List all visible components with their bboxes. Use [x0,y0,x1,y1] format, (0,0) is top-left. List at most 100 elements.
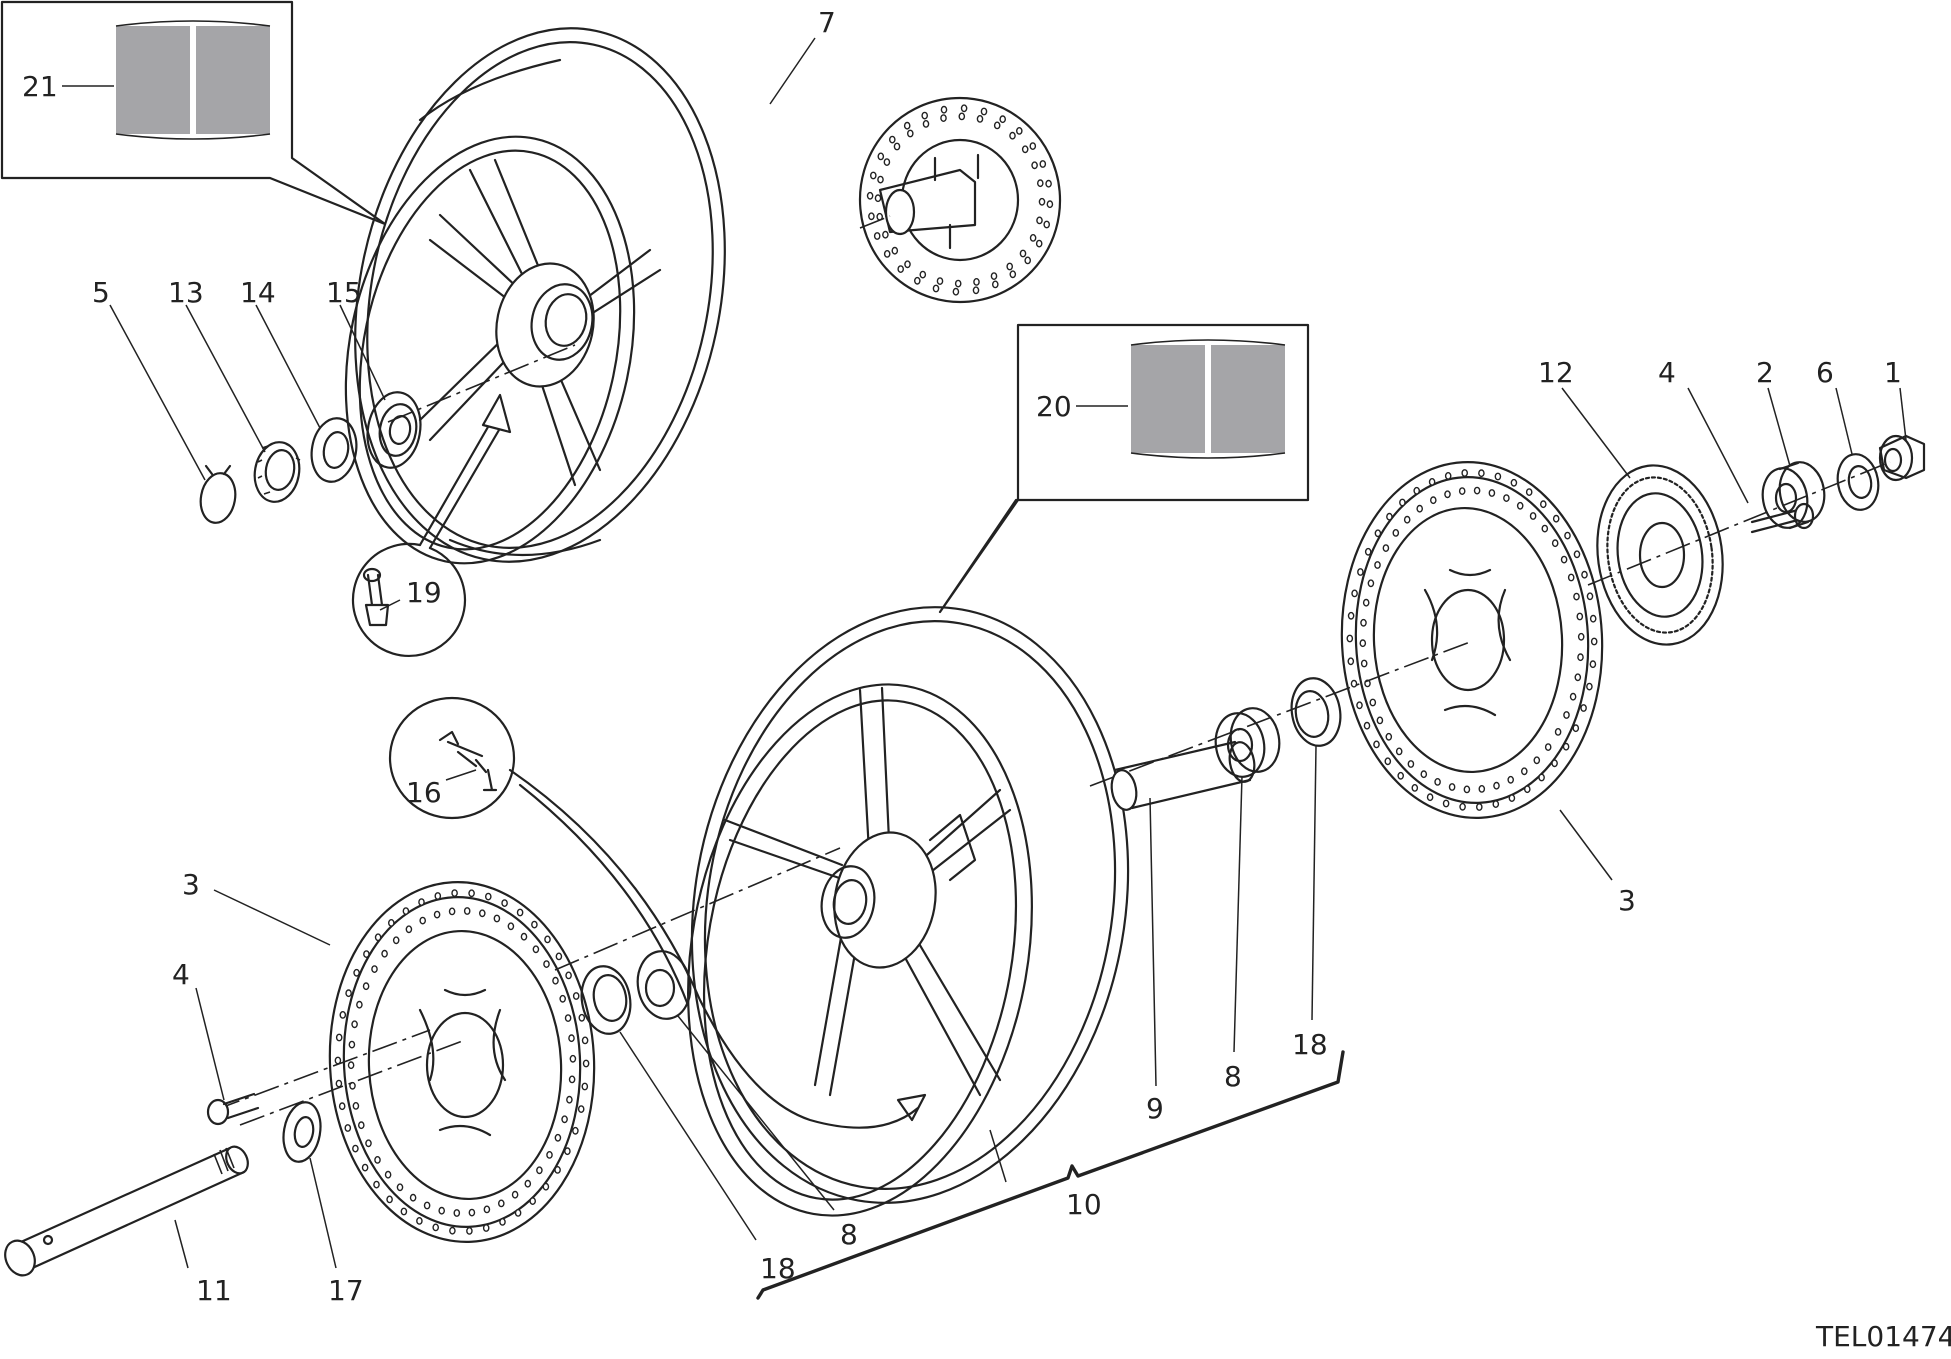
bearing-8-right [1214,707,1281,778]
disc-hole [405,925,413,934]
disc-hole [438,1206,446,1215]
disc-hole [932,284,940,293]
disc-hole [940,105,948,114]
disc-hole [1508,794,1516,802]
disc-hole [339,1011,347,1019]
disc-hole [1357,568,1364,576]
disc-hole [1385,732,1393,741]
callout-6: 6 [1816,356,1834,389]
disc-hole [1572,724,1580,733]
washer-6 [1836,453,1880,511]
disc-hole [483,1205,491,1214]
callout-13: 13 [168,276,204,309]
disc-hole [1493,781,1500,790]
callout-3-left: 3 [182,868,200,901]
disc-hole [423,1201,431,1210]
disc-hole [351,1020,358,1029]
disc-hole [349,1081,356,1090]
disc-hole [1516,501,1524,510]
disc-hole [1589,660,1597,669]
callout-15: 15 [326,276,362,309]
callout-8-left: 8 [840,1218,858,1251]
disc-hole [362,982,370,991]
disc-hole [1560,555,1568,564]
disc-hole [1586,682,1593,691]
inset-box-21 [0,0,387,226]
leader-16 [445,769,477,781]
disc-hole [1395,747,1403,756]
front-disc-left [328,881,596,1243]
callout-14: 14 [240,276,276,309]
disc-hole [409,1193,417,1202]
disc-hole [877,152,885,161]
disc-hole [572,1126,579,1135]
disc-hole [1397,771,1404,780]
disc-hole [940,114,947,123]
disc-hole [993,121,1001,130]
disc-hole [1035,239,1043,248]
disc-hole [484,892,492,901]
disc-hole [1364,547,1372,556]
disc-hole [1411,784,1419,792]
disc-hole [1586,592,1594,601]
disc-hole [1347,657,1355,666]
drawing-code: TEL01474 [1815,1320,1951,1353]
rear-brake-disc [858,96,1062,304]
disc-hole [1031,161,1038,170]
callout-1: 1 [1884,356,1902,389]
disc-hole [1458,487,1466,495]
disc-hole [1507,775,1514,784]
callout-17: 17 [328,1274,364,1307]
disc-hole [1442,799,1450,808]
disc-hole [568,1075,576,1084]
disc-hole [919,270,927,279]
disc-hole [335,1033,343,1042]
disc-hole [1552,514,1560,523]
disc-hole [893,142,901,151]
disc-hole [1478,469,1485,478]
disc-hole [1488,489,1496,497]
disc-hole [891,246,899,255]
disc-hole [353,968,360,977]
valve-inset-16 [388,696,920,1129]
disc-hole [335,1079,343,1088]
callout-10: 10 [1066,1188,1102,1221]
disc-hole [536,1166,543,1175]
disc-hole [1573,550,1581,559]
rear-axis-line [387,344,576,423]
nut-1 [1878,434,1926,482]
disc-hole [1038,197,1046,206]
front-axis-upper [554,847,841,971]
disc-hole [352,1144,359,1153]
washer-14 [310,417,358,483]
callout-18-right: 18 [1292,1028,1328,1061]
disc-hole [396,1183,404,1192]
disc-hole [554,1166,561,1174]
disc-hole [432,1223,440,1232]
callout-20: 20 [1036,390,1072,423]
disc-hole [952,287,960,296]
disc-hole [1576,612,1584,621]
disc-hole [1574,673,1582,682]
callout-21: 21 [22,70,58,103]
disc-hole [1444,490,1451,499]
assembly-bracket-10 [756,1050,1345,1300]
leader-19 [379,599,401,611]
callout-2: 2 [1756,356,1774,389]
disc-hole [1434,778,1441,786]
disc-hole [1392,529,1400,537]
disc-hole [1521,767,1528,776]
disc-hole [418,898,425,906]
circlip-5 [199,464,237,524]
disc-hole [387,919,395,927]
disc-hole [544,935,551,944]
callout-4-left: 4 [172,958,190,991]
disc-hole [347,1061,355,1070]
disc-hole [972,286,980,295]
bolt-axis-left [214,1029,431,1111]
disc-hole [373,1180,380,1189]
disc-hole [980,107,988,116]
disc-hole [1529,512,1537,520]
disc-hole [381,949,388,958]
